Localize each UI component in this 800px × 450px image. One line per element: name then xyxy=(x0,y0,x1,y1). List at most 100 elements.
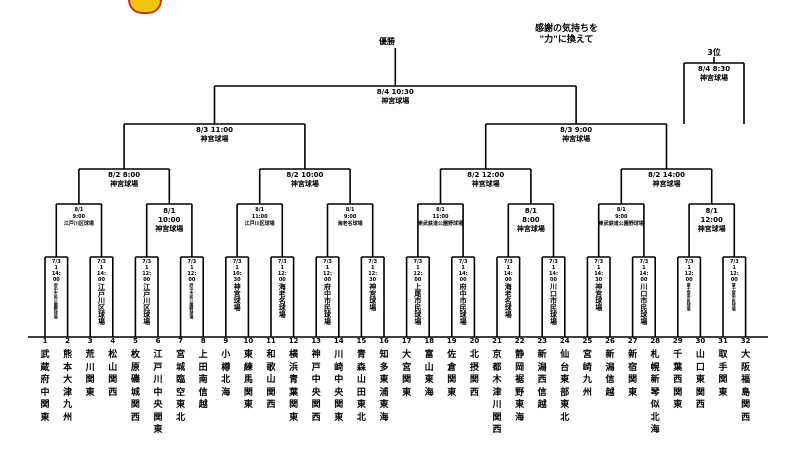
round2-label-7-line-2: 神宮球場 xyxy=(697,225,726,233)
round1-date-11: 7/31 xyxy=(549,259,558,271)
round2-label-0-line-1: 9:00 xyxy=(72,214,86,220)
final-match-label-line-1: 神宮球場 xyxy=(381,97,410,105)
round1-date-6: 7/31 xyxy=(323,259,332,271)
team-region-1: 関東 xyxy=(40,400,50,423)
team-entry-8: 上田南信越 xyxy=(198,349,208,412)
team-entry-18: 富山東海 xyxy=(424,349,434,399)
team-entry-2: 熊本大津九州 xyxy=(63,349,73,424)
team-entry-30: 山口東関西 xyxy=(695,349,705,412)
team-number-20: 20 xyxy=(469,337,480,345)
team-region-31: 関東 xyxy=(718,375,728,398)
team-region-12: 関東 xyxy=(289,400,299,423)
team-region-5: 関西 xyxy=(130,400,140,423)
team-entry-5: 枚原磯城関西 xyxy=(130,349,140,424)
round1-time-4: 10:30 xyxy=(232,271,242,283)
round1-time-0: 14:00 xyxy=(51,271,61,283)
team-region-20: 関西 xyxy=(469,375,479,398)
team-name-11: 和歌山 xyxy=(266,350,276,385)
team-number-9: 9 xyxy=(223,337,229,345)
team-region-29: 関東 xyxy=(673,387,683,411)
team-name-26: 新潟 xyxy=(605,350,615,373)
quarterfinal-label-0-line-1: 神宮球場 xyxy=(110,180,139,188)
quarterfinal-label-1-line-0: 8/2 10:00 xyxy=(286,171,324,179)
round1-time-13: 14:00 xyxy=(639,271,649,283)
team-name-27: 新宿 xyxy=(628,350,638,373)
team-number-8: 8 xyxy=(200,337,206,345)
round1-venue-13: 川口市民球場 xyxy=(639,283,648,325)
team-entry-3: 荒川関東 xyxy=(85,349,95,399)
round1-venue-2: 江戸川区球場 xyxy=(142,283,151,325)
team-entry-13: 神戸中央関西 xyxy=(311,349,321,424)
round2-label-3-line-2: 海老名球場 xyxy=(337,221,363,227)
team-entry-7: 宮城臨空東北 xyxy=(176,349,186,424)
team-number-26: 26 xyxy=(605,337,615,345)
round1-time-10: 14:00 xyxy=(503,271,513,283)
team-region-25: 九州 xyxy=(582,375,592,398)
team-number-27: 27 xyxy=(627,337,638,345)
team-name-21: 京都木津川 xyxy=(492,350,502,410)
slogan-line-2: "力"に換えて xyxy=(539,35,594,45)
round1-venue-7: 神宮球場 xyxy=(368,283,377,311)
team-region-11: 関西 xyxy=(266,387,276,411)
quarterfinal-label-3-line-1: 神宮球場 xyxy=(652,180,681,188)
team-entry-4: 松山関西 xyxy=(108,349,118,399)
round1-time-5: 12:00 xyxy=(277,271,287,283)
team-entry-19: 佐倉関東 xyxy=(447,349,457,399)
round1-venue-6: 府中市民球場 xyxy=(323,283,332,325)
team-number-1: 1 xyxy=(42,337,48,345)
round1-venue-1: 江戸川区球場 xyxy=(97,283,106,325)
team-region-17: 関東 xyxy=(402,375,412,398)
team-region-2: 九州 xyxy=(63,400,73,423)
round1-date-13: 7/31 xyxy=(639,259,649,271)
slogan-text: 感謝の気持ちを "力"に換えて xyxy=(535,24,598,46)
team-region-10: 関東 xyxy=(243,387,253,411)
team-name-13: 神戸中央 xyxy=(311,350,321,398)
team-number-15: 15 xyxy=(356,337,367,345)
round1-time-14: 12:00 xyxy=(684,271,694,283)
round2-label-6-line-2: 東武鉄道公園野球場 xyxy=(598,221,644,227)
round1-venue-0: 府中市民公園野球場 xyxy=(53,283,59,319)
team-name-30: 山口東 xyxy=(695,350,705,385)
team-entry-15: 青森山田東北 xyxy=(356,349,366,424)
team-name-22: 静岡裾野 xyxy=(515,350,525,398)
team-region-18: 東海 xyxy=(424,375,434,398)
team-number-4: 4 xyxy=(110,337,116,345)
quarterfinal-label-1-line-1: 神宮球場 xyxy=(290,180,319,188)
round1-time-9: 14:00 xyxy=(458,271,468,283)
round2-label-1-line-0: 8/1 xyxy=(163,207,176,215)
team-number-10: 10 xyxy=(243,337,254,345)
round1-date-1: 7/31 xyxy=(97,259,106,271)
round2-label-5-line-0: 8/1 xyxy=(524,207,538,215)
round1-venue-9: 府中市民球場 xyxy=(459,283,468,325)
team-name-3: 荒川 xyxy=(85,350,95,373)
team-number-11: 11 xyxy=(266,337,276,345)
champion-label: 優勝 xyxy=(379,37,395,46)
team-entry-1: 武蔵府中関東 xyxy=(40,349,50,424)
team-number-7: 7 xyxy=(178,337,184,345)
team-number-12: 12 xyxy=(288,337,299,345)
team-region-26: 信越 xyxy=(605,375,615,398)
round2-label-5-line-1: 8:00 xyxy=(522,216,540,224)
round1-date-5: 7/31 xyxy=(277,259,287,271)
team-region-27: 関東 xyxy=(628,375,638,398)
team-name-23: 新潟西 xyxy=(537,350,547,385)
team-name-25: 宮崎 xyxy=(582,350,592,373)
team-number-24: 24 xyxy=(559,337,570,345)
